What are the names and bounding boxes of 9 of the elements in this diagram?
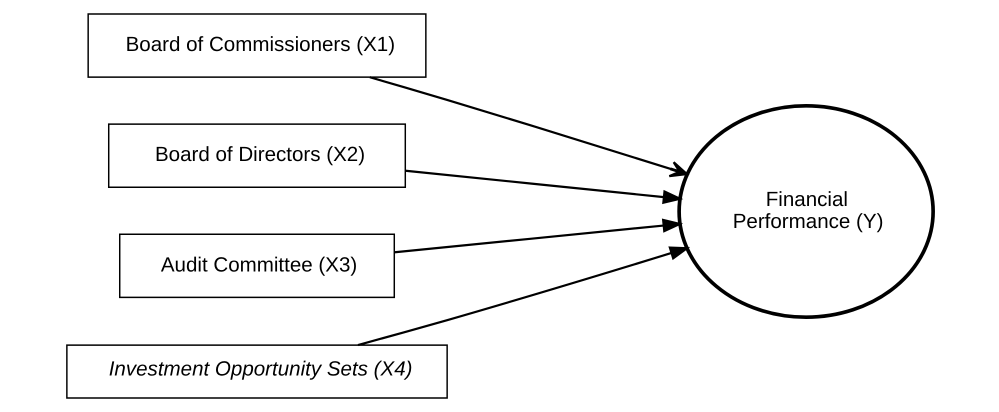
arrow: [394, 218, 683, 254]
arrow: [369, 76, 688, 178]
node-box: Board of Directors (X2): [107, 123, 406, 188]
node-box: Audit Committee (X3): [118, 234, 395, 298]
arrow: [357, 246, 690, 346]
node-box: Investment Opportunity Sets (X4): [66, 344, 448, 399]
node-ellipse: Financial Performance (Y): [676, 104, 934, 320]
node-box: Board of Commissioners (X1): [86, 13, 426, 78]
arrow: [404, 170, 683, 204]
